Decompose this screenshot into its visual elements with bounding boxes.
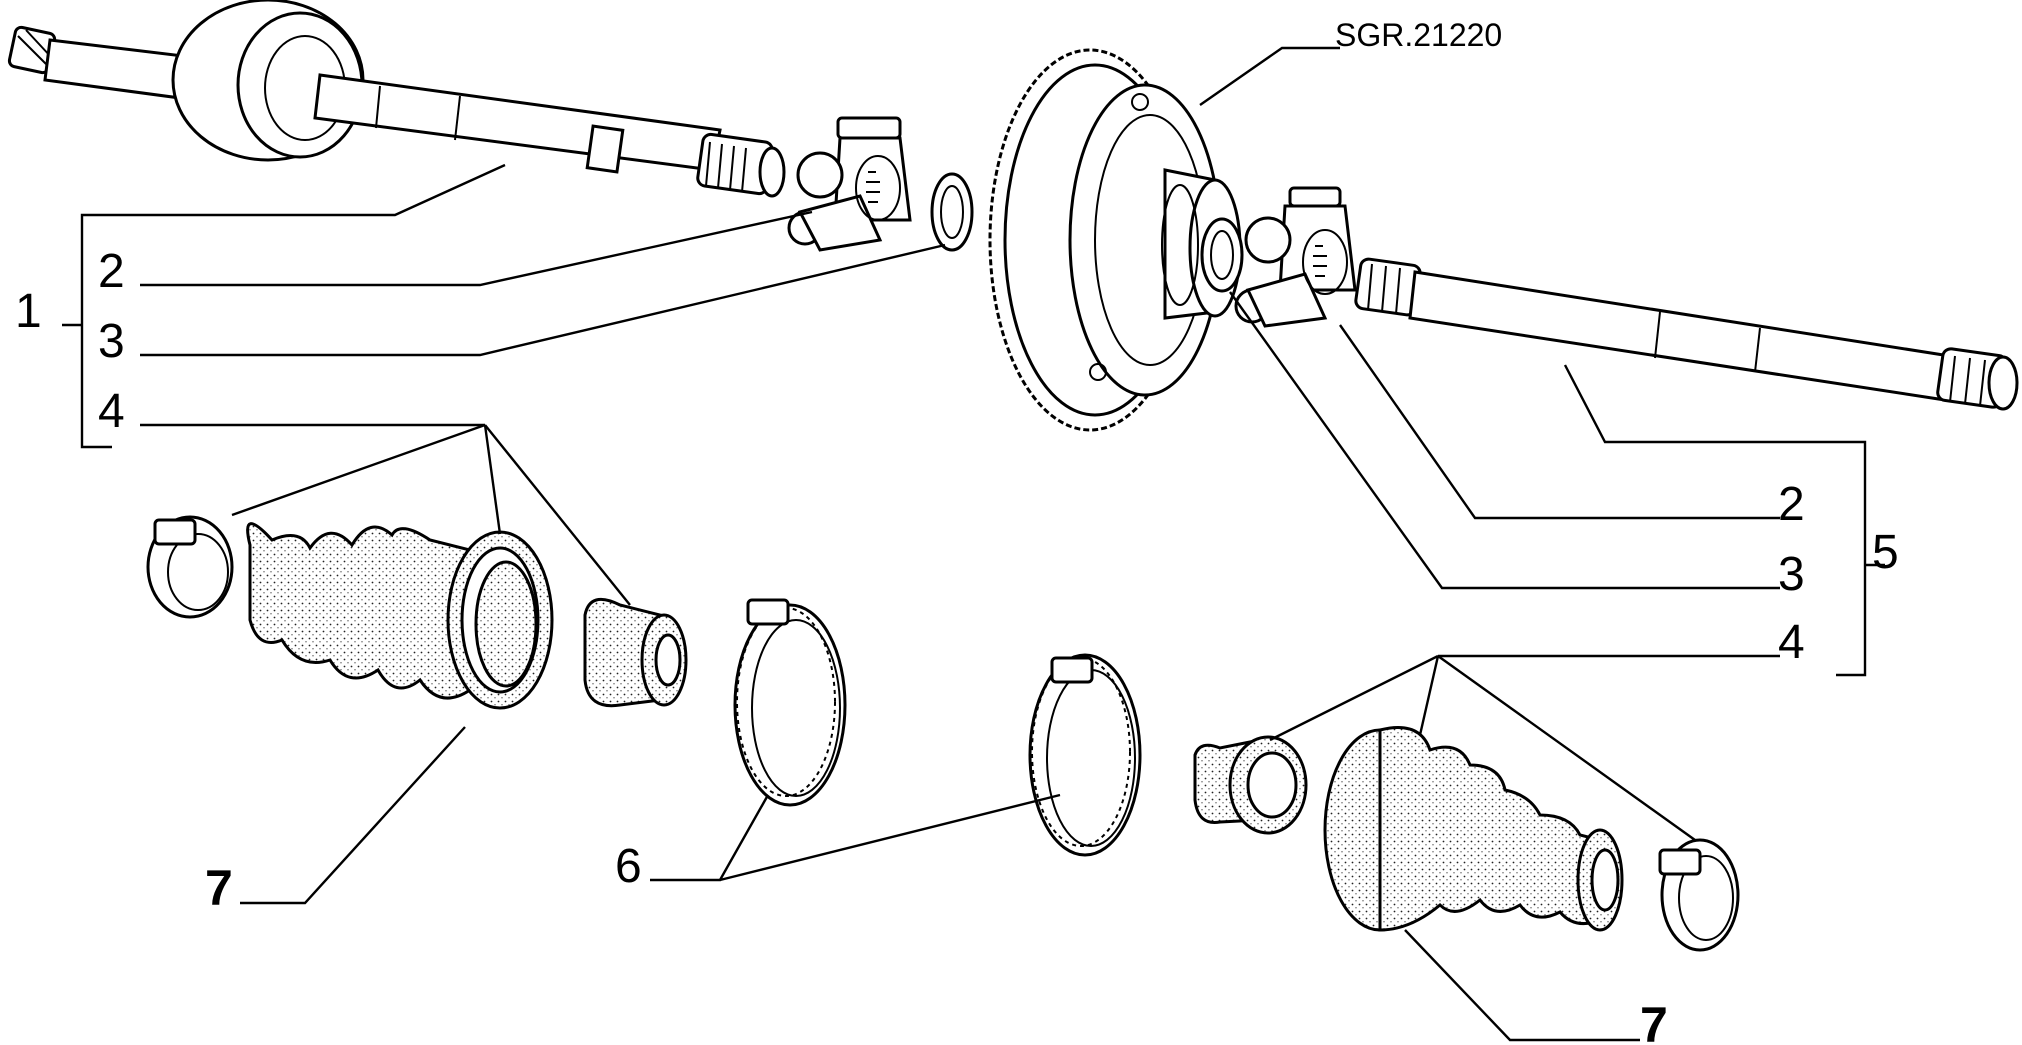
callout-4-left: 4 — [98, 385, 125, 438]
left-circlip — [930, 172, 974, 252]
right-drive-shaft — [1354, 257, 2019, 411]
right-circlip — [1200, 217, 1244, 293]
callout-6: 6 — [615, 840, 642, 893]
right-small-clamp — [1658, 838, 1740, 952]
callout-2-left: 2 — [98, 245, 125, 298]
right-inner-boot — [1193, 735, 1308, 835]
callout-2-right: 2 — [1778, 478, 1805, 531]
right-bellows-boot — [1323, 726, 1624, 932]
differential-ring-gear — [988, 48, 1242, 432]
right-tripod-joint — [1234, 186, 1357, 328]
left-large-clamp — [733, 598, 847, 807]
callout-1: 1 — [15, 285, 42, 338]
callout-5: 5 — [1872, 526, 1899, 579]
right-large-clamp — [1028, 653, 1142, 857]
left-inner-boot — [583, 597, 688, 708]
left-tripod-joint — [787, 116, 912, 252]
callout-3-right: 3 — [1778, 548, 1805, 601]
callout-7-left: 7 — [205, 860, 233, 916]
left-drive-shaft — [7, 0, 786, 198]
drawing-reference-label: SGR.21220 — [1335, 17, 1502, 53]
callout-7-right: 7 — [1640, 997, 1668, 1045]
callout-4-right: 4 — [1778, 616, 1805, 669]
left-small-clamp — [146, 515, 234, 619]
leader-lines — [62, 46, 1885, 1042]
callout-3-left: 3 — [98, 315, 125, 368]
left-bellows-boot — [246, 522, 554, 710]
